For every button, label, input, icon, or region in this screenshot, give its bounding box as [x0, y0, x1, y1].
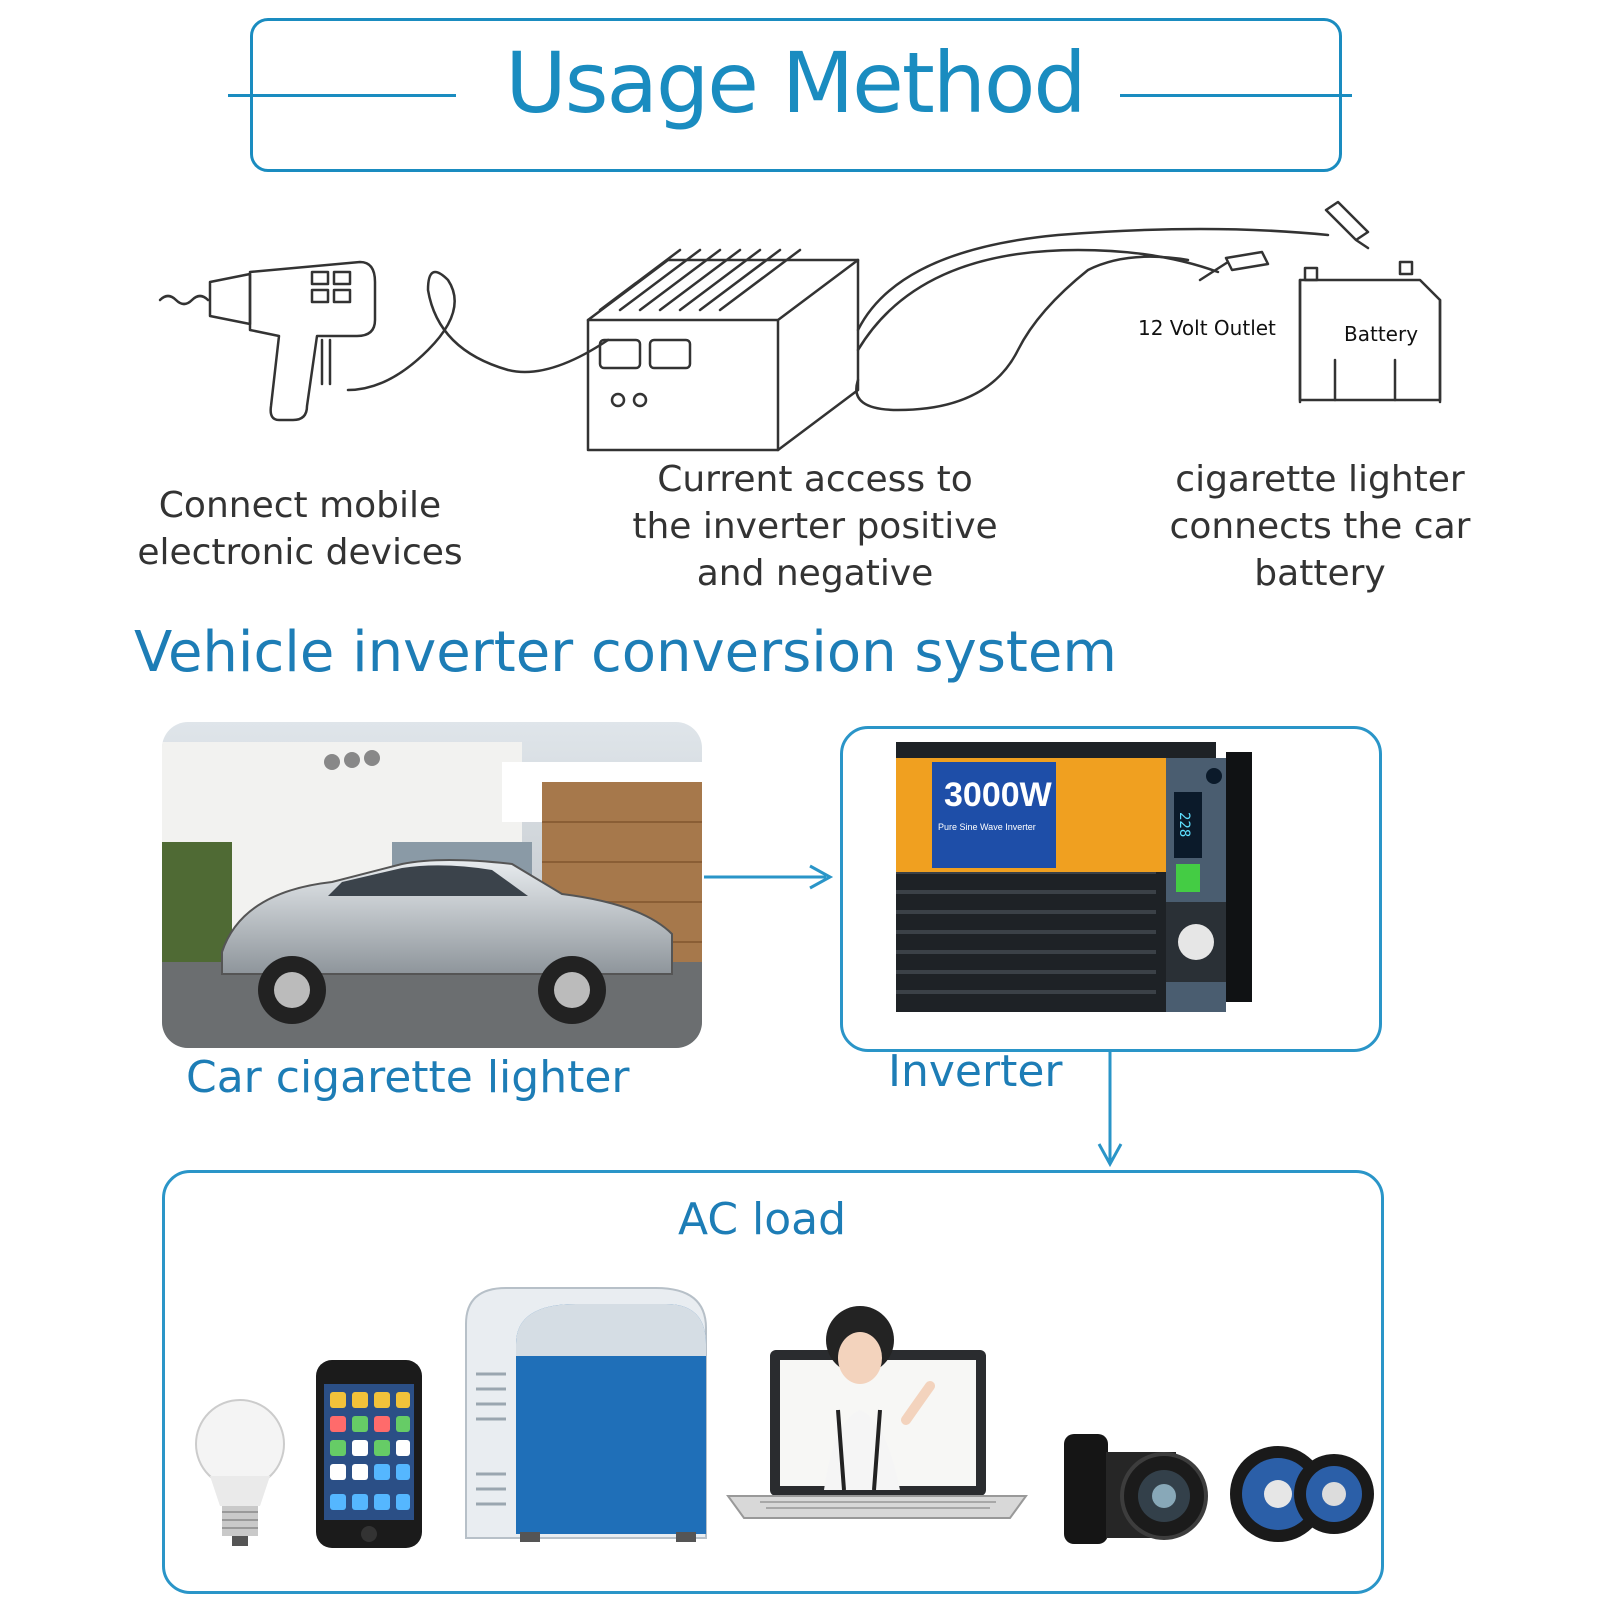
- camera-icon: [1064, 1434, 1208, 1544]
- system-heading: Vehicle inverter conversion system: [134, 620, 1117, 685]
- ac-load-frame: [162, 1170, 1384, 1594]
- usage-sketch: [158, 200, 1442, 452]
- inverter-frame: [840, 726, 1382, 1052]
- title-rule-left: [228, 94, 456, 97]
- page-title: Usage Method: [505, 34, 1086, 132]
- arrow-down: [1097, 1052, 1123, 1168]
- step-caption-2: Current access to the inverter positive …: [632, 459, 998, 594]
- ac-load-label: AC load: [678, 1194, 847, 1245]
- car-label: Car cigarette lighter: [186, 1052, 630, 1103]
- inverter-display-readout: 228: [1176, 812, 1192, 837]
- inverter-sketch-icon: [586, 248, 860, 452]
- inverter-power-text: 3000W: [944, 776, 1053, 814]
- light-bulb-icon: [195, 1399, 285, 1546]
- arrow-right: [704, 864, 834, 890]
- phone-icon: [316, 1360, 422, 1548]
- battery-label: Battery: [1344, 322, 1419, 346]
- drill-icon: [158, 260, 610, 422]
- car-photo: [162, 722, 702, 1048]
- step-caption-3: cigarette lighter connects the car batte…: [1169, 459, 1471, 594]
- title-rule-right: [1120, 94, 1352, 97]
- battery-icon: [1298, 260, 1442, 404]
- inverter-label: Inverter: [888, 1046, 1063, 1097]
- laptop-icon: [726, 1306, 1028, 1519]
- inverter-subtitle: Pure Sine Wave Inverter: [938, 822, 1036, 832]
- outlet-label: 12 Volt Outlet: [1138, 316, 1276, 340]
- car-fridge-icon: [465, 1287, 707, 1542]
- step-caption-1: Connect mobile electronic devices: [137, 485, 463, 573]
- speaker-icon: [1230, 1446, 1374, 1542]
- inverter-photo: 3000W Pure Sine Wave Inverter 228: [896, 742, 1252, 1012]
